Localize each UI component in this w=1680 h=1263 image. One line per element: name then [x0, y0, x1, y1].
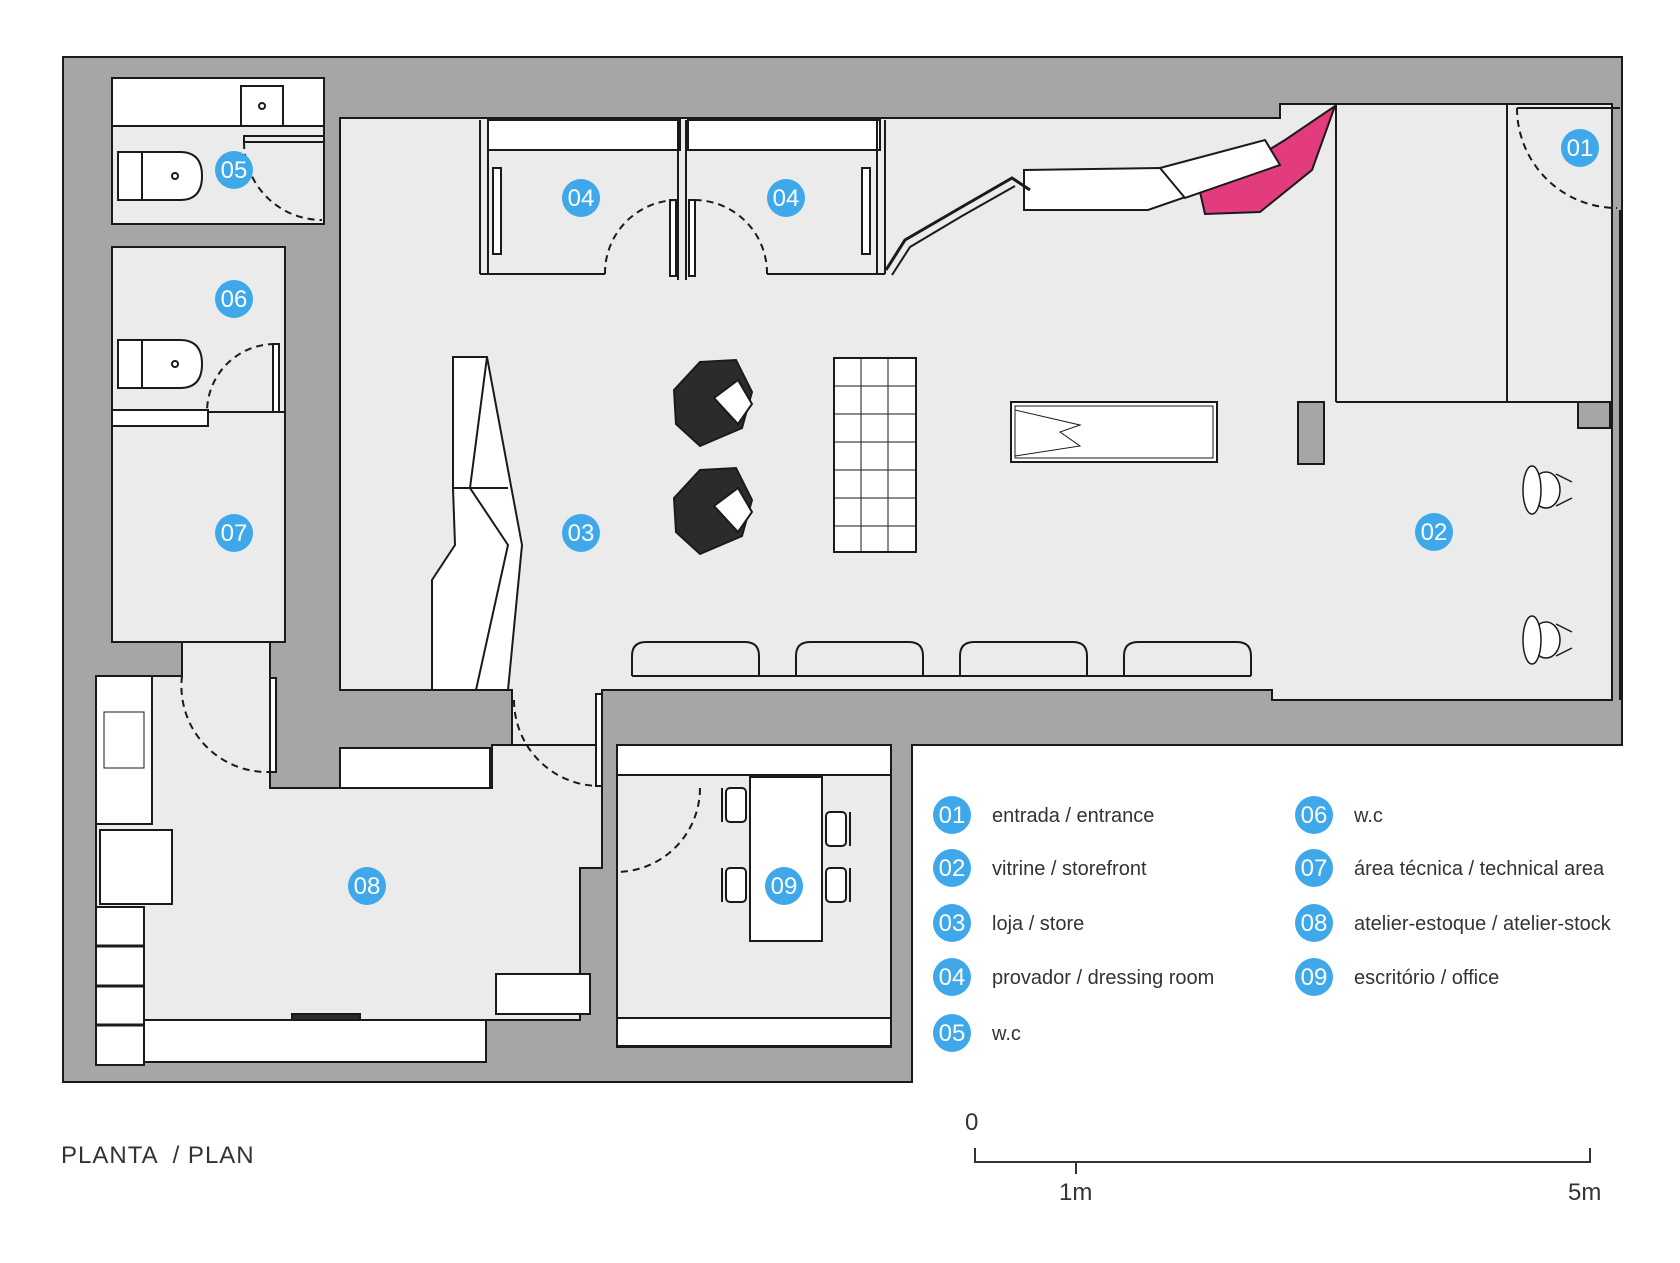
room-marker-05: 05 — [215, 151, 253, 189]
scale-label-1m: 1m — [1059, 1179, 1092, 1206]
room-marker-09: 09 — [765, 867, 803, 905]
room-marker-number: 07 — [221, 520, 248, 547]
scale-label-zero: 0 — [965, 1109, 978, 1136]
room-marker-02: 02 — [1415, 513, 1453, 551]
room-marker-04: 04 — [767, 179, 805, 217]
wall-sculpture — [884, 103, 1337, 276]
atelier-fixtures — [95, 675, 701, 1066]
legend: 01 entrada / entrance 02 vitrine / storefro… — [933, 796, 1612, 1052]
room-markers: 01 02 03 04 04 05 06 07 08 09 — [215, 129, 1599, 905]
legend-marker-number: 04 — [939, 964, 966, 991]
legend-marker-circle — [933, 849, 971, 887]
room-marker-number: 05 — [221, 157, 248, 184]
room-marker-circle — [348, 867, 386, 905]
store-furniture — [431, 356, 1252, 691]
room-marker-circle — [562, 179, 600, 217]
legend-label: atelier-estoque / atelier-stock — [1354, 913, 1612, 935]
legend-item: 05 w.c — [933, 1014, 1021, 1052]
storefront-window — [1297, 104, 1621, 700]
scale-label-5m: 5m — [1568, 1179, 1601, 1206]
dressing-room-bench-b — [687, 119, 881, 151]
dressing-room-bench-a — [487, 119, 681, 151]
room-marker-04: 04 — [562, 179, 600, 217]
wc-fixtures — [111, 77, 325, 427]
legend-marker-circle — [933, 904, 971, 942]
room-marker-circle — [215, 280, 253, 318]
legend-marker-number: 01 — [939, 802, 966, 829]
legend-item: 06 w.c — [1295, 796, 1383, 834]
legend-item: 03 loja / store — [933, 904, 1084, 942]
legend-item: 07 área técnica / technical area — [1295, 849, 1605, 887]
legend-marker-circle — [1295, 904, 1333, 942]
room-marker-07: 07 — [215, 514, 253, 552]
legend-item: 04 provador / dressing room — [933, 958, 1214, 996]
legend-label: área técnica / technical area — [1354, 858, 1605, 880]
room-marker-number: 01 — [1567, 135, 1594, 162]
plan-title: PLANTA / PLAN — [61, 1142, 255, 1169]
room-marker-circle — [1561, 129, 1599, 167]
armchair — [672, 466, 754, 556]
clothing-rails — [631, 641, 1252, 677]
legend-label: provador / dressing room — [992, 967, 1214, 989]
room-marker-number: 06 — [221, 286, 248, 313]
office-chair — [721, 787, 747, 823]
room-marker-circle — [215, 151, 253, 189]
shelf-grid — [833, 357, 917, 553]
display-table — [1010, 401, 1218, 463]
legend-label: loja / store — [992, 913, 1084, 935]
legend-marker-circle — [933, 796, 971, 834]
floor-store — [339, 103, 1613, 746]
legend-marker-circle — [1295, 849, 1333, 887]
dressing-rooms — [479, 119, 886, 280]
mannequins — [1522, 465, 1573, 665]
office-furniture — [616, 744, 892, 1047]
legend-marker-number: 03 — [939, 910, 966, 937]
legend-marker-number: 07 — [1301, 855, 1328, 882]
room-marker-circle — [562, 514, 600, 552]
legend-item: 01 entrada / entrance — [933, 796, 1154, 834]
room-marker-number: 08 — [354, 873, 381, 900]
floor-technical-07 — [111, 411, 286, 675]
scale-bar: 0 1m 5m — [965, 1109, 1601, 1206]
room-marker-number: 02 — [1421, 519, 1448, 546]
room-marker-number: 04 — [773, 185, 800, 212]
legend-marker-circle — [933, 958, 971, 996]
room-marker-circle — [1415, 513, 1453, 551]
legend-marker-number: 06 — [1301, 802, 1328, 829]
armchair — [672, 358, 754, 448]
legend-label: entrada / entrance — [992, 805, 1154, 827]
legend-label: w.c — [1353, 805, 1383, 827]
legend-marker-number: 05 — [939, 1020, 966, 1047]
angular-counter — [431, 356, 524, 691]
room-marker-01: 01 — [1561, 129, 1599, 167]
room-marker-circle — [215, 514, 253, 552]
office-chair — [721, 867, 747, 903]
room-marker-circle — [767, 179, 805, 217]
room-marker-circle — [765, 867, 803, 905]
room-marker-06: 06 — [215, 280, 253, 318]
legend-marker-number: 02 — [939, 855, 966, 882]
legend-label: escritório / office — [1354, 967, 1499, 989]
legend-label: w.c — [991, 1023, 1021, 1045]
office-desk — [749, 776, 823, 942]
room-marker-number: 03 — [568, 520, 595, 547]
legend-item: 08 atelier-estoque / atelier-stock — [1295, 904, 1612, 942]
room-marker-number: 04 — [568, 185, 595, 212]
room-marker-08: 08 — [348, 867, 386, 905]
office-chair — [825, 811, 851, 847]
legend-item: 02 vitrine / storefront — [933, 849, 1147, 887]
legend-marker-circle — [1295, 958, 1333, 996]
legend-marker-number: 08 — [1301, 910, 1328, 937]
office-chair — [825, 867, 851, 903]
legend-marker-circle — [1295, 796, 1333, 834]
legend-item: 09 escritório / office — [1295, 958, 1499, 996]
room-marker-number: 09 — [771, 873, 798, 900]
legend-marker-number: 09 — [1301, 964, 1328, 991]
legend-marker-circle — [933, 1014, 971, 1052]
legend-label: vitrine / storefront — [992, 858, 1147, 880]
room-marker-03: 03 — [562, 514, 600, 552]
